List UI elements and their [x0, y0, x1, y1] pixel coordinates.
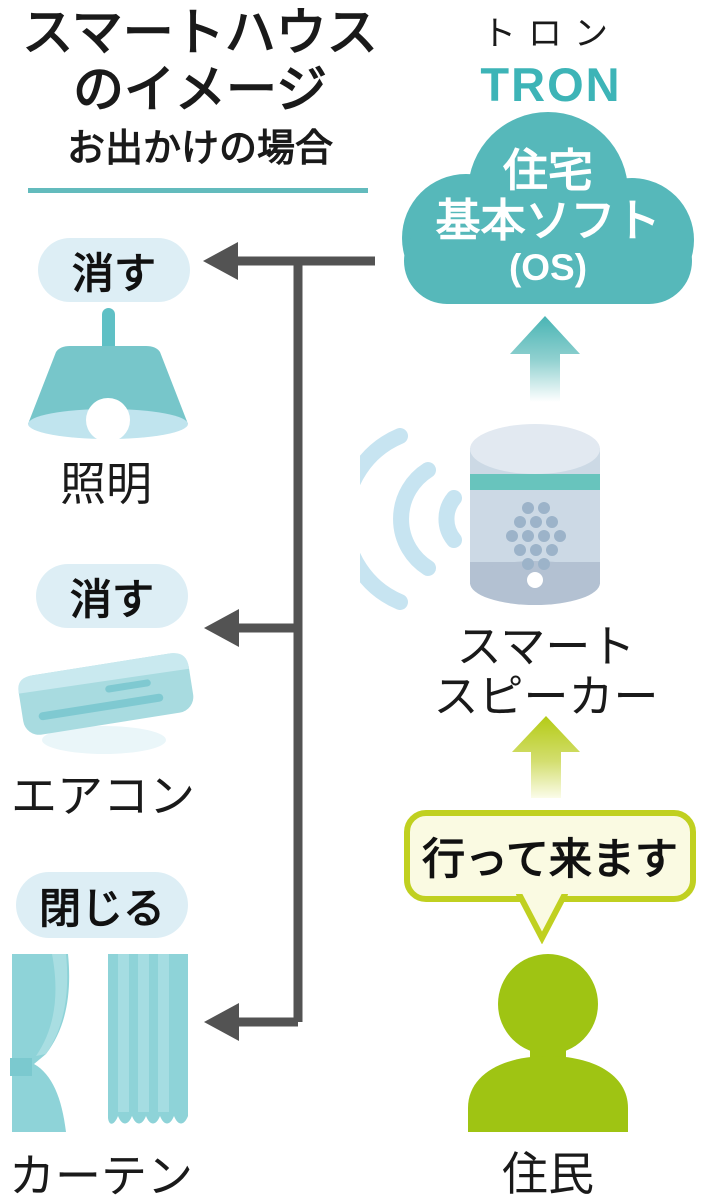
cloud-line3: (OS) — [508, 247, 588, 288]
action-badge-curtain-text: 閉じる — [38, 884, 165, 932]
device-label-light: 照明 — [60, 458, 152, 510]
os-cloud: 住宅 基本ソフト (OS) — [396, 106, 700, 310]
smart-speaker-label: スマート スピーカー — [400, 622, 692, 722]
speech-bubble: 行って来ます — [404, 810, 696, 902]
smart-speaker-label-line1: スマート — [456, 621, 636, 672]
tron-block: トロン TRON — [420, 6, 682, 112]
speech-bubble-text: 行って来ます — [422, 836, 678, 884]
up-arrow-green-icon — [512, 716, 580, 798]
page-title-line1: スマートハウス — [22, 4, 378, 61]
tron-logo: TRON — [480, 58, 622, 111]
smart-speaker-label-line2: スピーカー — [433, 671, 659, 722]
device-label-aircon: エアコン — [11, 770, 195, 822]
os-cloud-icon — [402, 112, 694, 304]
action-badge-light: 消す — [38, 238, 190, 302]
tron-kana-label: トロン — [482, 15, 620, 53]
resident-label: 住民 — [502, 1148, 594, 1200]
action-badge-aircon: 消す — [36, 564, 188, 628]
speech-bubble-tail — [516, 894, 568, 944]
air-conditioner-icon — [18, 653, 194, 754]
curtains-icon — [10, 954, 188, 1132]
subtitle-underline — [28, 188, 368, 193]
device-label-curtain: カーテン — [9, 1150, 193, 1200]
page-title-line2: のイメージ — [73, 61, 327, 118]
sound-waves-icon — [360, 428, 462, 610]
action-badge-curtain: 閉じる — [16, 872, 188, 938]
resident-person-icon — [468, 954, 628, 1132]
subtitle: お出かけの場合 — [66, 128, 333, 170]
action-badge-aircon-text: 消す — [69, 575, 154, 623]
up-arrow-teal-icon — [510, 316, 580, 402]
cloud-line2: 基本ソフト — [435, 195, 661, 246]
pendant-lamp-icon — [28, 308, 188, 442]
cloud-text: 住宅 基本ソフト (OS) — [396, 146, 700, 290]
title-block: スマートハウス のイメージ お出かけの場合 — [0, 4, 400, 170]
action-badge-light-text: 消す — [71, 249, 156, 297]
cloud-line1: 住宅 — [502, 145, 593, 196]
smart-speaker-icon — [470, 424, 600, 605]
